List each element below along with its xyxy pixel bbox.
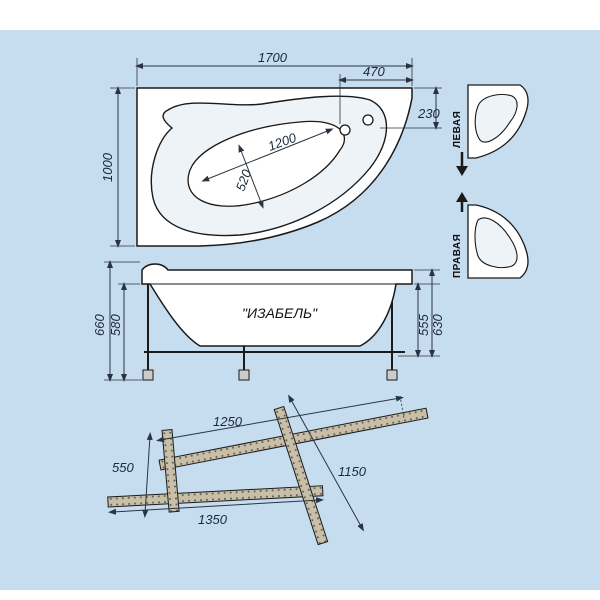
height-inner-label: 580 [108,314,123,336]
arrow-up-icon [456,192,468,212]
front-view: "ИЗАБЕЛЬ" 660 580 555 630 [92,260,445,382]
drain-hole [339,124,351,136]
basin-width-line [238,144,264,209]
height-total-label: 660 [92,314,107,336]
overflow-hole [362,114,374,126]
top-view: 1200 520 1700 470 230 1000 [100,50,442,248]
foot-left [142,369,154,381]
frame-diagonal-label: 1150 [338,464,367,479]
overflow-offset-label: 470 [363,64,385,79]
left-variant-basin [474,93,518,143]
frame-side-dim-line [142,432,153,518]
support-frame: 1250 1350 1150 550 [107,394,429,546]
frame-diagonal-dim-line [288,394,364,532]
right-variant-label: ПРАВАЯ [452,234,463,278]
arrow-down-icon [456,152,468,176]
frame-bottom-label: 1350 [198,512,228,527]
basin-width-label: 520 [233,167,255,193]
variant-right: ПРАВАЯ [452,192,529,279]
frame-side-label: 550 [112,460,134,475]
foot-right [386,369,398,381]
right-variant-basin [474,217,518,269]
foot-middle [238,369,250,381]
height-rim-label: 555 [416,314,431,336]
variant-left: ЛЕВАЯ [452,84,529,176]
frame-top-label: 1250 [213,414,243,429]
basin-length-line [201,128,334,182]
height-outer-label: 630 [430,314,445,336]
overall-width-label: 1000 [100,152,115,182]
overall-length-label: 1700 [258,50,288,65]
left-variant-label: ЛЕВАЯ [452,111,463,148]
overflow-depth-label: 230 [417,106,440,121]
model-name-label: "ИЗАБЕЛЬ" [242,305,318,321]
